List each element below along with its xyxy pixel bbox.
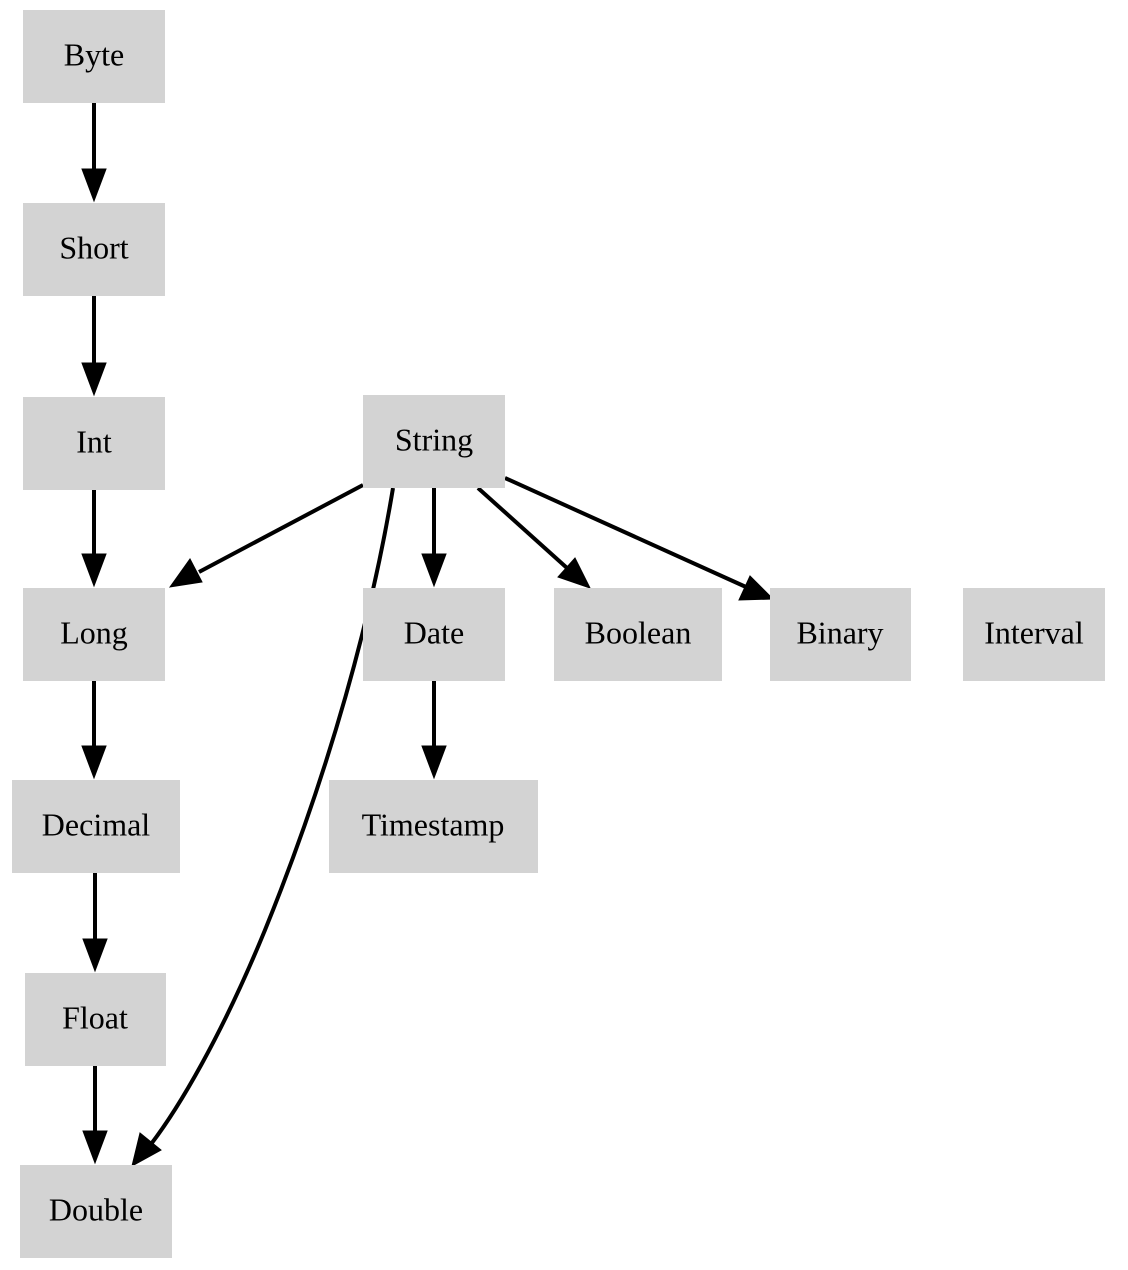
node-int-label: Int [76, 423, 112, 459]
node-float-rect[interactable] [25, 973, 166, 1066]
node-decimal-rect[interactable] [12, 780, 180, 873]
node-short-rect[interactable] [23, 203, 165, 296]
node-long[interactable]: Long [23, 588, 165, 681]
node-layer: Byte Short Int String Long Date [12, 10, 1105, 1258]
node-binary-rect[interactable] [770, 588, 911, 681]
node-int[interactable]: Int [23, 397, 165, 490]
node-interval-label: Interval [984, 614, 1084, 650]
node-timestamp[interactable]: Timestamp [329, 780, 538, 873]
edge-short-to-int [81, 296, 107, 397]
node-interval-rect[interactable] [963, 588, 1105, 681]
edge-string-to-binary [504, 476, 775, 601]
edge-decimal-to-float [82, 873, 108, 973]
node-binary[interactable]: Binary [770, 588, 911, 681]
node-long-label: Long [60, 614, 128, 650]
edge-int-to-long [81, 490, 107, 588]
node-float[interactable]: Float [25, 973, 166, 1066]
edge-string-to-date [421, 488, 447, 588]
node-decimal[interactable]: Decimal [12, 780, 180, 873]
node-byte[interactable]: Byte [23, 10, 165, 103]
node-decimal-label: Decimal [42, 806, 151, 842]
node-double[interactable]: Double [20, 1165, 172, 1258]
node-string-rect[interactable] [363, 395, 505, 488]
node-double-label: Double [49, 1191, 143, 1227]
edge-float-to-double [82, 1066, 108, 1165]
edge-byte-to-short [81, 103, 107, 203]
node-interval[interactable]: Interval [963, 588, 1105, 681]
edge-long-to-decimal [81, 681, 107, 780]
node-date[interactable]: Date [363, 588, 505, 681]
node-string[interactable]: String [363, 395, 505, 488]
node-float-label: Float [62, 999, 128, 1035]
edge-date-to-timestamp [421, 681, 447, 780]
node-short[interactable]: Short [23, 203, 165, 296]
node-string-label: String [395, 421, 473, 457]
node-byte-label: Byte [64, 36, 124, 72]
node-boolean[interactable]: Boolean [554, 588, 722, 681]
node-short-label: Short [59, 229, 128, 265]
edge-string-to-long [168, 483, 364, 588]
node-long-rect[interactable] [23, 588, 165, 681]
node-byte-rect[interactable] [23, 10, 165, 103]
node-double-rect[interactable] [20, 1165, 172, 1258]
node-timestamp-label: Timestamp [362, 806, 505, 842]
node-date-rect[interactable] [363, 588, 505, 681]
node-date-label: Date [404, 614, 464, 650]
node-binary-label: Binary [796, 614, 883, 650]
node-timestamp-rect[interactable] [329, 780, 538, 873]
node-int-rect[interactable] [23, 397, 165, 490]
node-boolean-rect[interactable] [554, 588, 722, 681]
node-boolean-label: Boolean [585, 614, 692, 650]
edge-string-to-boolean [476, 486, 591, 589]
